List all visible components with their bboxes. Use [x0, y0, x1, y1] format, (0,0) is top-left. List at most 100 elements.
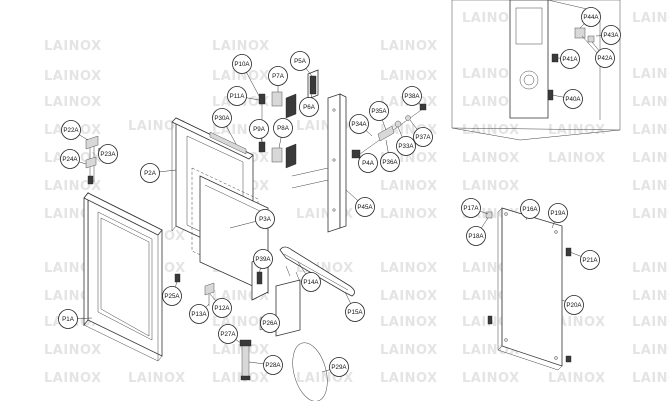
- callout-label: P20A: [566, 302, 582, 309]
- watermark-text: LAINOX: [632, 179, 669, 194]
- callout-label: P39A: [255, 256, 271, 263]
- leader-line-p39a: [258, 268, 261, 275]
- callout-circle: [60, 149, 80, 169]
- leader-line-p10a: [246, 72, 260, 97]
- callout-p33a: P33A: [396, 136, 416, 156]
- watermark-text: LAINOX: [380, 39, 438, 54]
- callout-p37a: P37A: [413, 127, 433, 147]
- callout-p3a: P3A: [255, 209, 275, 229]
- callout-circle: [301, 272, 321, 292]
- callout-p29a: P29A: [329, 357, 349, 377]
- leader-line-p19a: [551, 221, 555, 229]
- watermark-text: LAINOX: [380, 207, 438, 222]
- callout-label: P40A: [565, 96, 581, 103]
- callout-circle: [273, 118, 293, 138]
- callout-p36a: P36A: [380, 152, 400, 172]
- watermark-text: LAINOX: [462, 95, 520, 110]
- callout-p6a: P6A: [299, 97, 319, 117]
- oven-body: [451, 0, 621, 141]
- callout-circle: [263, 355, 283, 375]
- callout-label: P2A: [144, 170, 157, 177]
- callout-label: P26A: [262, 320, 278, 327]
- callout-p45a: P45A: [355, 197, 375, 217]
- callout-p19a: P19A: [548, 203, 568, 223]
- callout-label: P18A: [468, 233, 484, 240]
- callout-p30a: P30A: [212, 108, 232, 128]
- callout-p27a: P27A: [218, 324, 238, 344]
- watermark-text: LAINOX: [462, 67, 520, 82]
- callout-circle: [98, 144, 118, 164]
- callout-circle: [560, 49, 580, 69]
- callout-p35a: P35A: [369, 101, 389, 121]
- callout-label: P27A: [220, 331, 236, 338]
- leader-line-p21a: [569, 251, 582, 257]
- watermark-text: LAINOX: [632, 123, 669, 138]
- callout-p18a: P18A: [466, 226, 486, 246]
- leader-line-p40a: [551, 94, 564, 98]
- callout-label: P24A: [62, 156, 78, 163]
- watermark-text: LAINOX: [548, 371, 606, 386]
- watermark-text: LAINOX: [380, 69, 438, 84]
- callout-label: P10A: [234, 61, 250, 68]
- callout-p44a: P44A: [581, 7, 601, 27]
- callout-label: P7A: [272, 73, 285, 80]
- callout-label: P29A: [331, 364, 347, 371]
- vertical-profile-bar: [291, 93, 347, 233]
- callout-label: P14A: [303, 279, 319, 286]
- callout-label: P35A: [371, 108, 387, 115]
- callout-p21a: P21A: [580, 250, 600, 270]
- callout-label: P38A: [404, 93, 420, 100]
- callout-circle: [232, 54, 252, 74]
- watermark-text: LAINOX: [44, 69, 102, 84]
- callout-circle: [299, 97, 319, 117]
- watermark-text: LAINOX: [548, 123, 606, 138]
- watermark-text: LAINOX: [632, 371, 669, 386]
- hinge-hardware: [209, 69, 319, 169]
- callout-p20a: P20A: [564, 295, 584, 315]
- callout-circle: [255, 209, 275, 229]
- watermark-text: LAINOX: [632, 95, 669, 110]
- callout-label: P17A: [463, 205, 479, 212]
- callout-p9a: P9A: [249, 119, 269, 139]
- callout-label: P5A: [294, 58, 307, 65]
- leader-line-p42a: [591, 41, 600, 51]
- watermark-text: LAINOX: [462, 123, 520, 138]
- callout-circle: [466, 226, 486, 246]
- leader-line-p34a: [365, 130, 373, 137]
- watermark-text: LAINOX: [212, 39, 270, 54]
- callout-label: P11A: [230, 93, 246, 100]
- leader-line-p37a: [409, 119, 418, 130]
- watermark-text: LAINOX: [44, 179, 102, 194]
- callout-circle: [402, 86, 422, 106]
- callout-p43a: P43A: [601, 25, 621, 45]
- callout-circle: [212, 298, 232, 318]
- leader-line-p3a: [229, 221, 256, 229]
- callout-label: P13A: [191, 311, 207, 318]
- callout-p4a: P4A: [358, 153, 378, 173]
- callout-p13a: P13A: [189, 304, 209, 324]
- door-glass: [191, 167, 269, 294]
- callout-circle: [162, 286, 182, 306]
- leader-line-p28a: [248, 361, 264, 365]
- leader-line-p44a: [579, 23, 585, 29]
- watermark-text: LAINOX: [380, 261, 438, 276]
- watermark-text: LAINOX: [548, 151, 606, 166]
- callout-p28a: P28A: [263, 355, 283, 375]
- callout-label: P43A: [603, 32, 619, 39]
- watermark-text: LAINOX: [44, 39, 102, 54]
- callout-label: P6A: [303, 104, 316, 111]
- callout-p17a: P17A: [461, 198, 481, 218]
- watermark-text: LAINOX: [632, 261, 669, 276]
- callout-circle: [595, 48, 615, 68]
- callout-p39a: P39A: [253, 249, 273, 269]
- side-panel: [485, 207, 572, 371]
- leader-line-p12a: [209, 293, 217, 301]
- callout-p5a: P5A: [290, 51, 310, 71]
- callout-circle: [212, 108, 232, 128]
- watermark-text: LAINOX: [462, 179, 520, 194]
- watermark-text: LAINOX: [462, 11, 520, 26]
- callout-circle: [349, 114, 369, 134]
- watermark-text: LAINOX: [44, 95, 102, 110]
- callout-circle: [601, 25, 621, 45]
- callout-p16a: P16A: [520, 199, 540, 219]
